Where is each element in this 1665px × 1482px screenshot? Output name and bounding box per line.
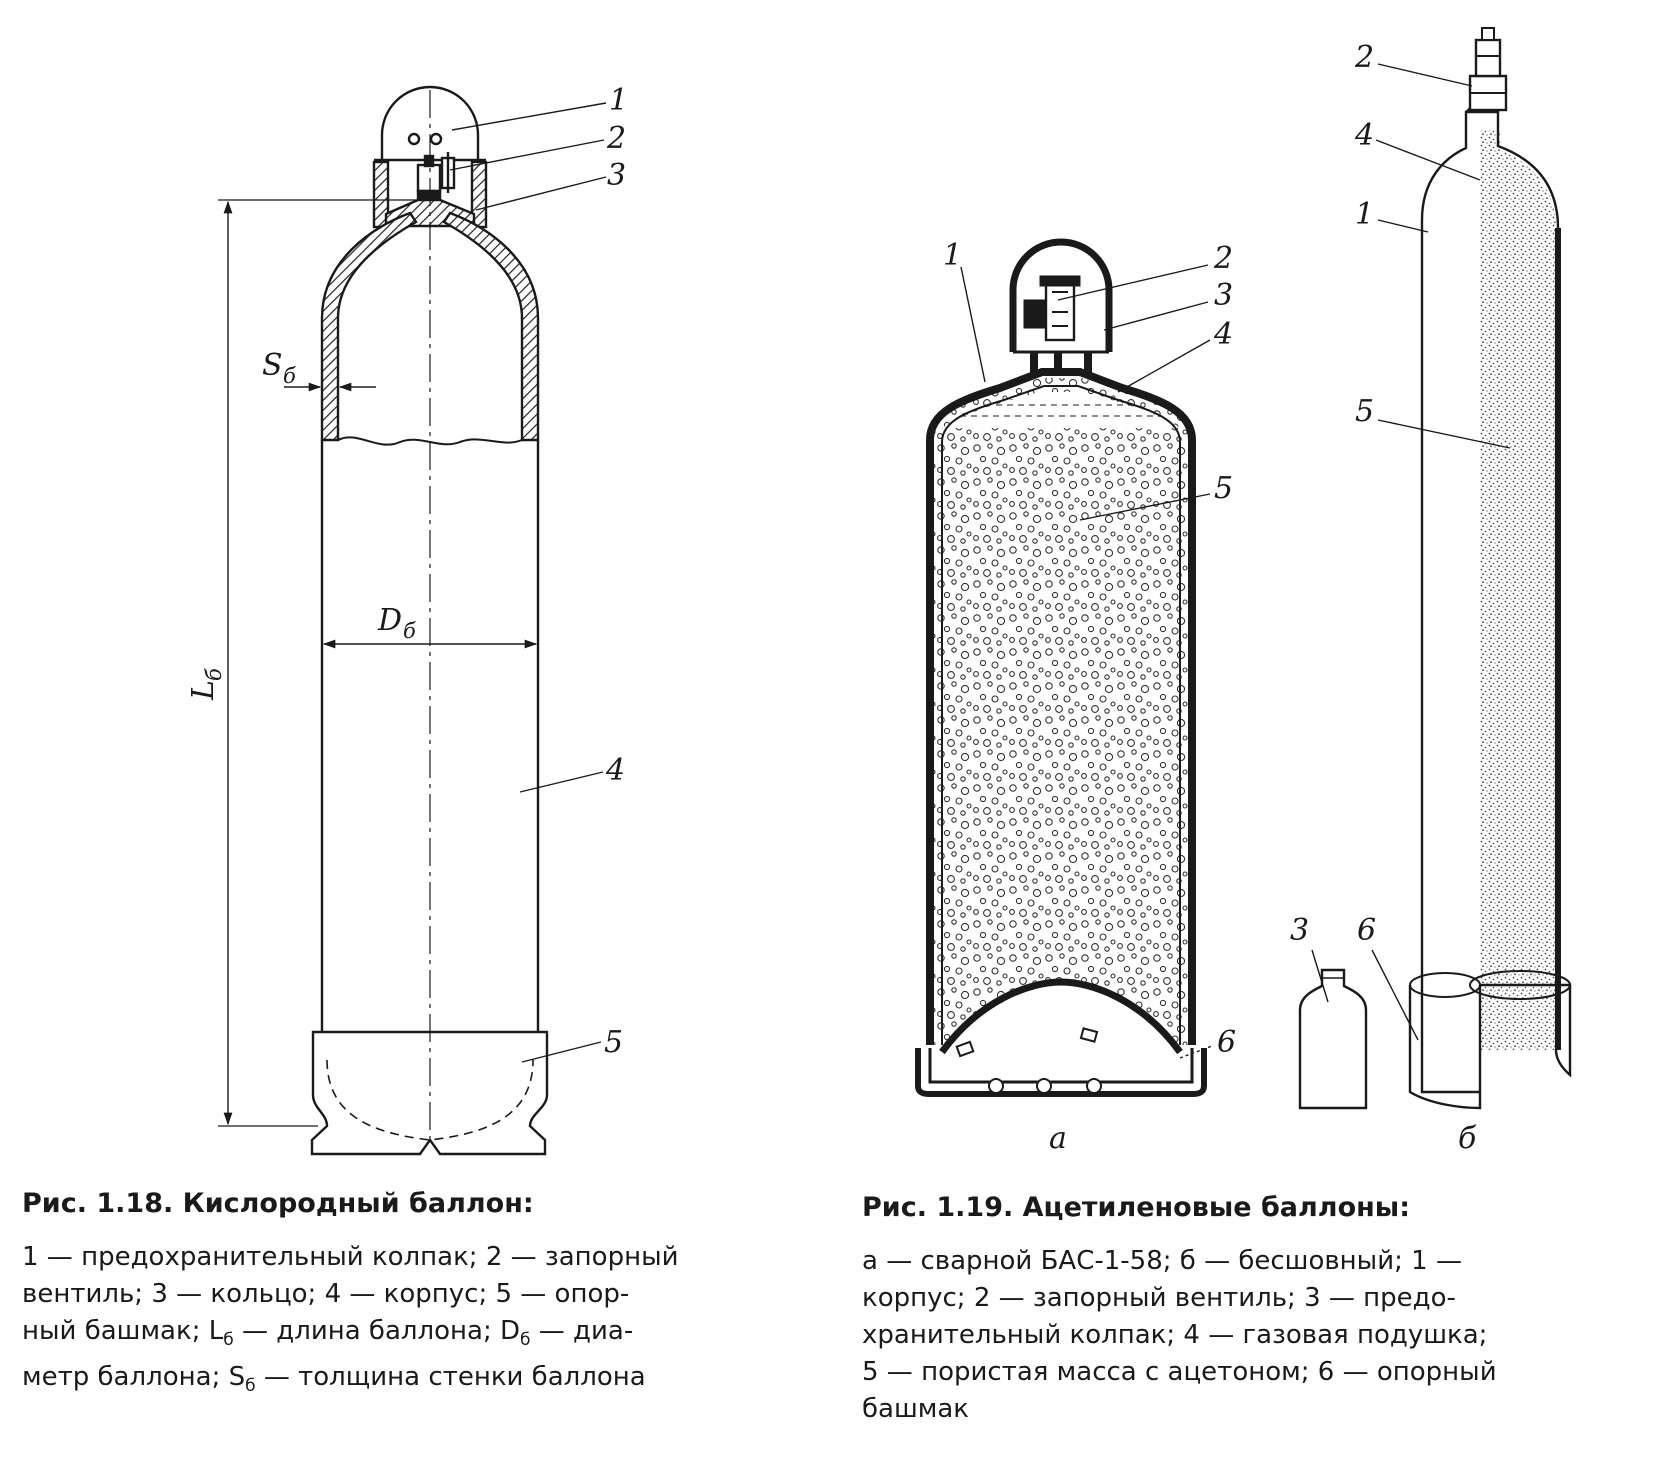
dim-l-sub: б — [202, 668, 226, 681]
fig119b-sublabel: б — [1458, 1121, 1477, 1156]
fig119b-label-6: 6 — [1357, 913, 1376, 948]
oxygen-cylinder — [218, 85, 607, 1156]
fig119a-label-3: 3 — [1214, 278, 1233, 313]
caption-fig-1-19: Рис. 1.19. Ацетиленовые баллоны: а — сва… — [862, 1192, 1652, 1428]
fig118-label-4: 4 — [605, 753, 625, 788]
fig118-label-3: 3 — [607, 158, 626, 193]
fig119a-label-2: 2 — [1213, 241, 1233, 276]
seamless-support-shoe — [1408, 985, 1482, 1110]
fig119a-label-1: 1 — [943, 238, 962, 273]
welded-support-shoe — [915, 1048, 1207, 1097]
caption-title-fig-1-19: Рис. 1.19. Ацетиленовые баллоны: — [862, 1192, 1410, 1223]
technical-drawing: 1 2 3 4 5 S б D б L б — [186, 27, 1572, 1156]
dim-d-label: D — [377, 603, 402, 638]
fig119b-label-3: 3 — [1290, 913, 1309, 948]
fig119a-label-6: 6 — [1217, 1025, 1236, 1060]
dim-s-sub: б — [283, 364, 296, 388]
fig119a-label-5: 5 — [1214, 471, 1233, 506]
dim-l-label: L — [186, 680, 221, 701]
fig118-label-5: 5 — [604, 1025, 623, 1060]
seamless-cap-bottle — [1298, 968, 1368, 1110]
fig119a-sublabel: а — [1049, 1121, 1067, 1156]
dim-s-label: S — [262, 348, 283, 383]
support-shoe — [310, 1030, 549, 1156]
fig119a-label-4: 4 — [1213, 317, 1233, 352]
welded-cap — [1009, 238, 1113, 352]
caption-title-fig-1-18: Рис. 1.18. Кислородный баллон: — [22, 1188, 534, 1219]
acetylene-cylinder-welded — [915, 238, 1213, 1097]
fig119b-label-2: 2 — [1354, 40, 1374, 75]
dim-d-sub: б — [403, 619, 416, 643]
fig118-label-2: 2 — [606, 121, 626, 156]
protective-cap — [380, 85, 480, 160]
fig119b-label-5: 5 — [1355, 394, 1374, 429]
fig118-label-1: 1 — [609, 83, 628, 118]
shutoff-valve — [416, 163, 442, 193]
fig119b-label-4: 4 — [1354, 118, 1374, 153]
fig119b-label-1: 1 — [1355, 197, 1374, 232]
caption-body-fig-1-18: 1 — предохранительный колпак; 2 — запорн… — [22, 1242, 679, 1397]
caption-body-fig-1-19: а — сварной БАС-1-58; б — бесшовный; 1 —… — [862, 1246, 1497, 1424]
caption-fig-1-18: Рис. 1.18. Кислородный баллон: 1 — предо… — [22, 1188, 812, 1405]
acetylene-cylinder-seamless — [1298, 27, 1572, 1110]
